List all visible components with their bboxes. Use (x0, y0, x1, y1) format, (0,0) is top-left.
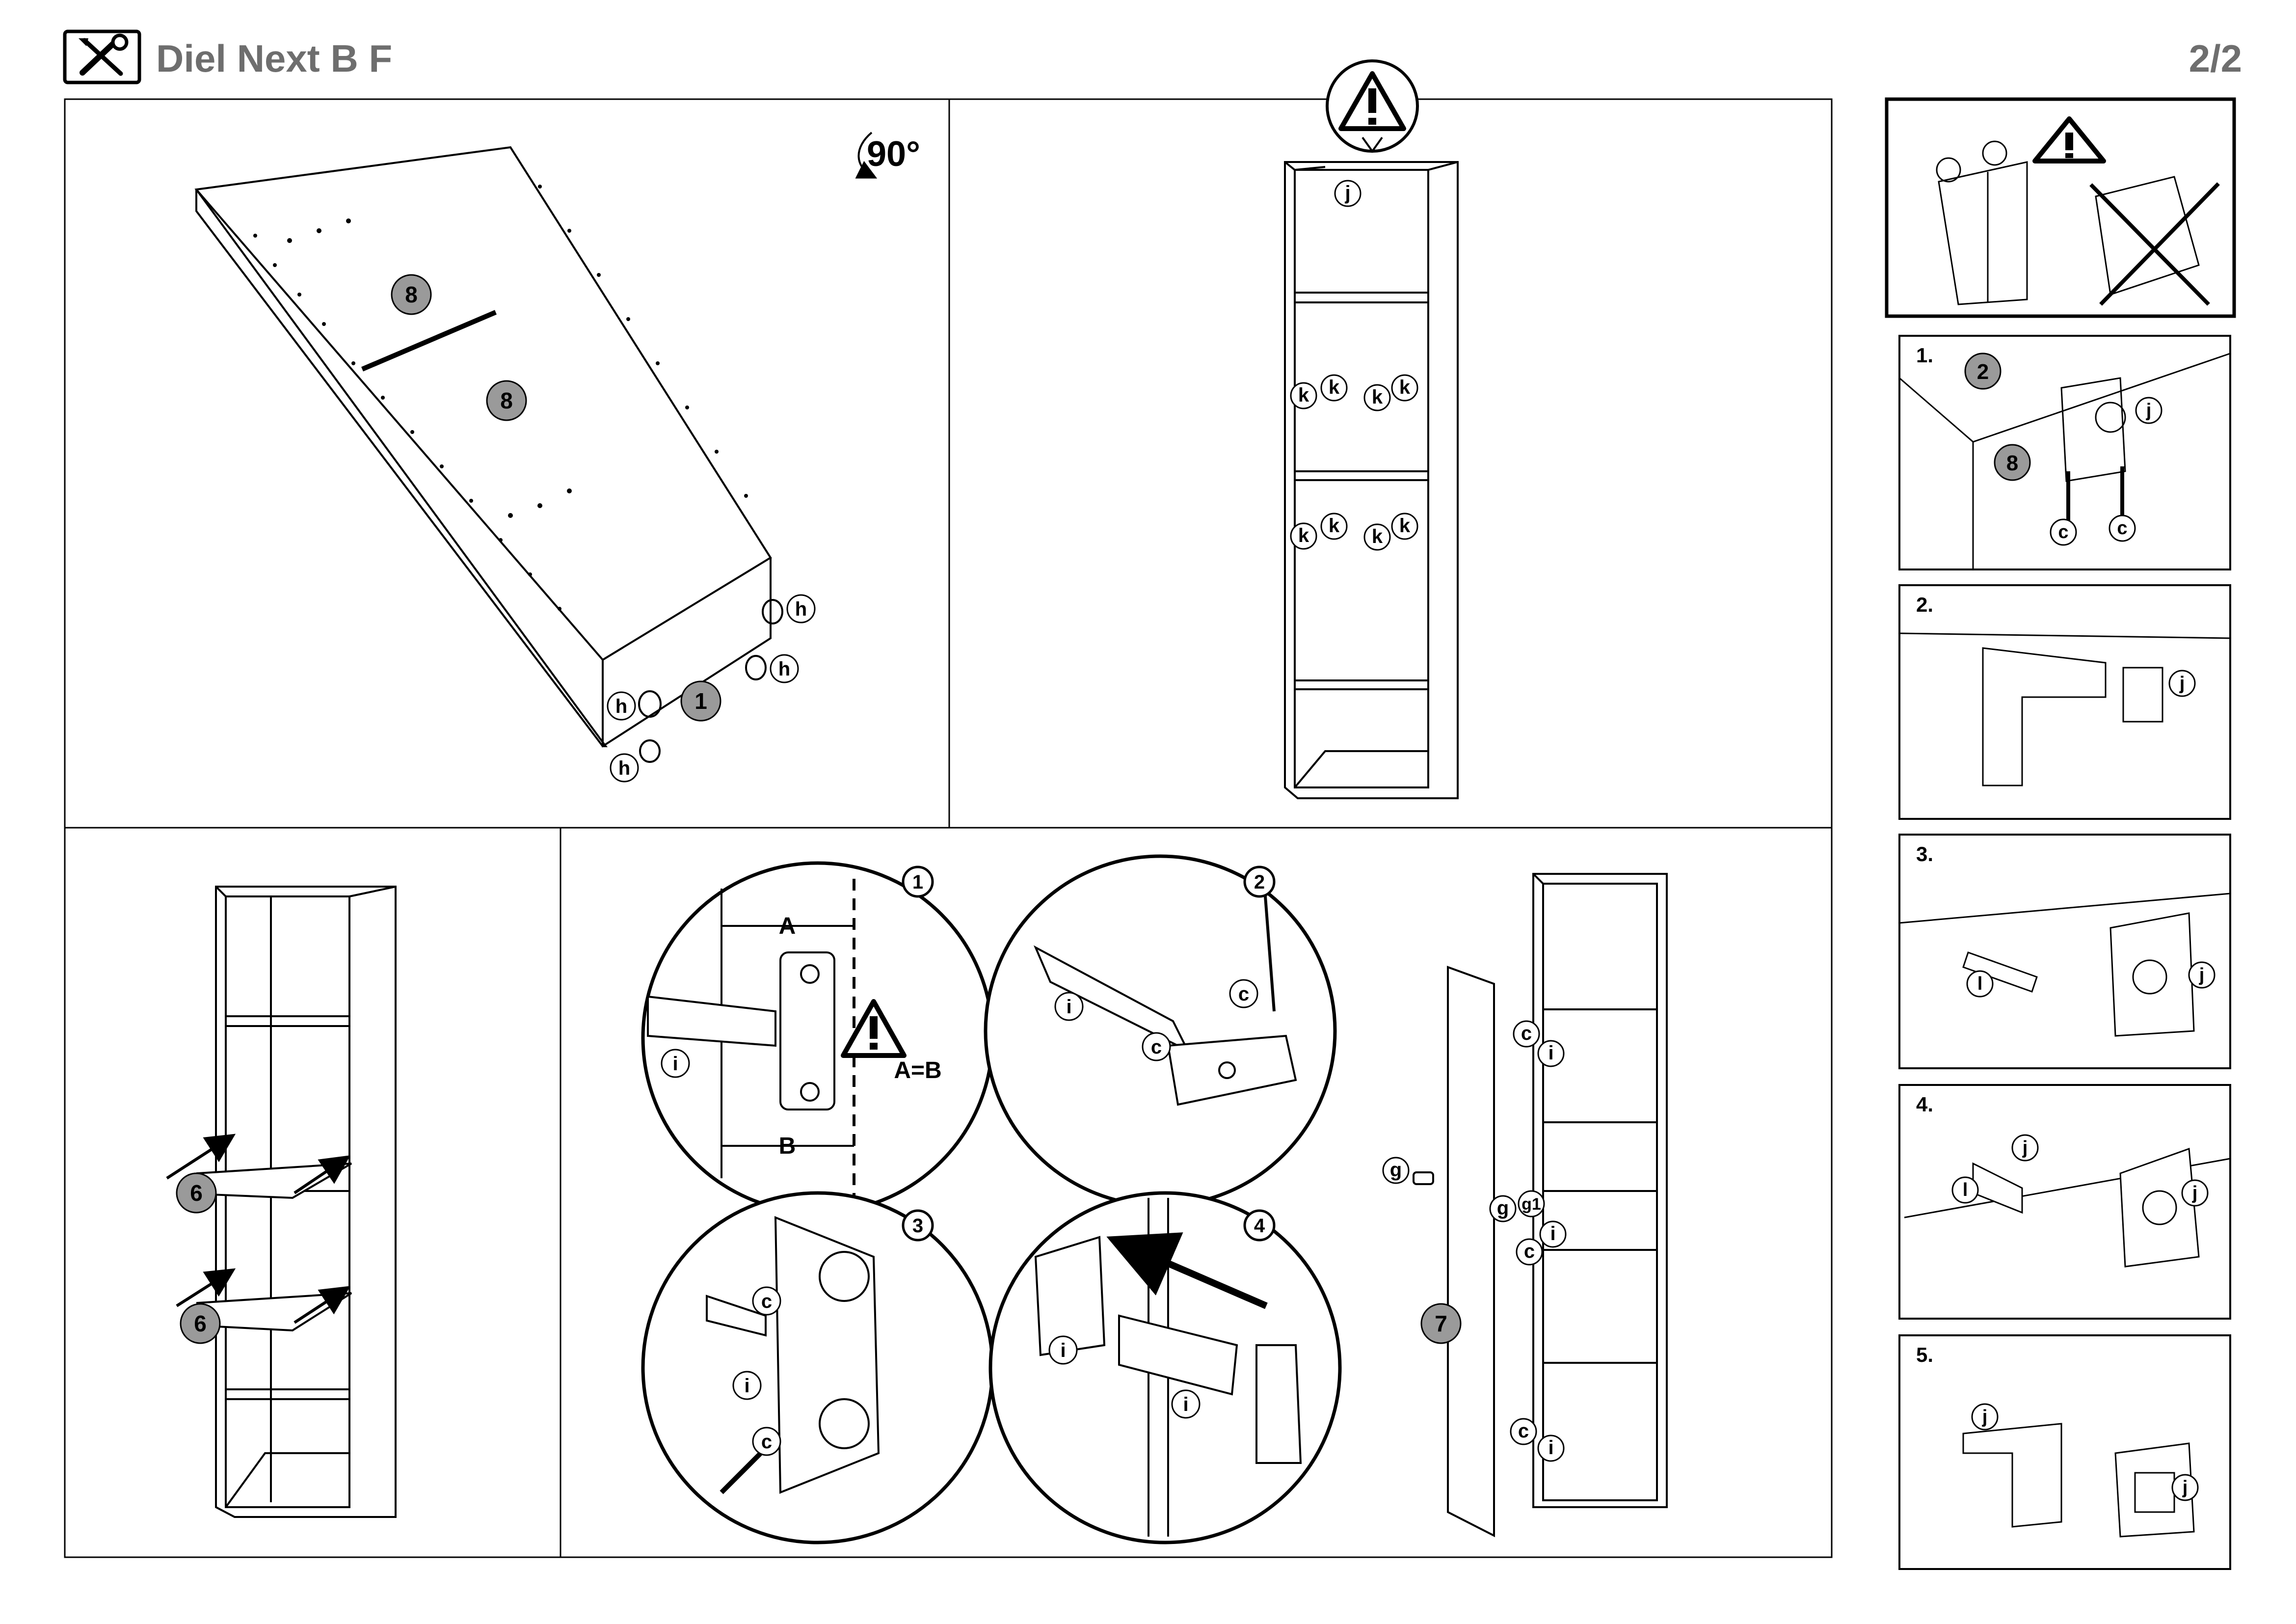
warning-icon (1368, 88, 1376, 125)
part-label-8a: 8 (405, 282, 418, 307)
panel-3 (166, 886, 397, 1518)
door-fitting-i1: i (1548, 1042, 1553, 1064)
door-fitting-i3: i (1548, 1437, 1553, 1459)
door-fitting-c3: c (1518, 1420, 1529, 1442)
panel-1-fitting-labels: h h h h (607, 594, 816, 783)
dim-a-top: A (779, 913, 796, 939)
pin-k-8: k (1399, 515, 1411, 537)
pin-k-3: k (1372, 386, 1383, 408)
step-label-1: 1. (1916, 344, 1933, 367)
step2-fitting-j: j (2179, 673, 2185, 694)
detail-2-fitting-i: i (1066, 996, 1071, 1018)
detail-1-drawing (647, 879, 907, 1198)
sidebar-step-1 (1898, 335, 2231, 570)
sidebar-fitting-labels: j c c j l j j l j j j (1951, 397, 2216, 1501)
pin-k-4: k (1399, 377, 1411, 398)
panel-1-part-labels: 8 8 1 (391, 274, 721, 722)
detail-3-drawing (706, 1216, 880, 1494)
step1-fitting-c1: c (2058, 522, 2068, 542)
page-number: 2/2 (2189, 37, 2242, 80)
pin-k-2: k (1329, 377, 1340, 398)
pin-k-1: k (1298, 384, 1309, 406)
tools-icon (63, 29, 141, 84)
detail-4-drawing (1034, 1198, 1302, 1537)
detail-3-fitting-c1: c (761, 1291, 772, 1312)
shelf-label-6a: 6 (190, 1180, 203, 1206)
door-fitting-g2: g (1497, 1197, 1509, 1219)
part-label-8b: 8 (500, 388, 513, 413)
step1-part-8: 8 (2006, 451, 2018, 475)
detail-1-fitting-i: i (672, 1053, 678, 1075)
door-fitting-c2: c (1524, 1241, 1535, 1262)
sidebar-step-4 (1898, 1084, 2231, 1320)
detail-2-fitting-c1: c (1238, 983, 1249, 1005)
detail-2-drawing (1033, 883, 1297, 1106)
sidebar-step-5 (1898, 1334, 2231, 1570)
document-title: Diel Next B F (156, 37, 393, 80)
sidebar-step-2 (1898, 584, 2231, 820)
step1-fitting-c2: c (2117, 518, 2127, 539)
detail-numbers: 1 2 3 4 (902, 866, 1276, 1242)
panel-4 (641, 854, 1342, 1544)
step-label-3: 3. (1916, 842, 1933, 866)
pin-k-7: k (1372, 526, 1383, 547)
step5-fitting-j1: j (1982, 1407, 1988, 1427)
step1-part-2: 2 (1977, 360, 1989, 384)
step3-fitting-l: l (1977, 974, 1983, 994)
detail-2-fitting-c2: c (1151, 1036, 1162, 1058)
sidebar (1885, 97, 2236, 1570)
detail-number-1: 1 (912, 871, 923, 893)
fitting-h-3: h (795, 598, 807, 620)
door-fitting-g1-sub: g1 (1522, 1195, 1541, 1214)
step3-fitting-j: j (2199, 965, 2205, 985)
panel-2 (1284, 59, 1459, 799)
fitting-h-4: h (778, 658, 790, 680)
step4-fitting-l: l (1963, 1180, 1968, 1200)
detail-number-3: 3 (912, 1215, 923, 1237)
door-fitting-g1: g (1390, 1159, 1402, 1181)
rotate-label: 90° (867, 135, 920, 174)
sidebar-warning-icon (2065, 133, 2073, 158)
detail-number-2: 2 (1254, 871, 1265, 893)
fitting-h-2: h (618, 758, 630, 779)
door-label-7: 7 (1435, 1311, 1447, 1336)
door-fitting-c1: c (1521, 1023, 1532, 1044)
step4-fitting-j1: j (2022, 1137, 2028, 1158)
step1-fitting-j: j (2146, 400, 2152, 421)
step-label-2: 2. (1916, 593, 1933, 616)
shelf-label-6b: 6 (194, 1311, 207, 1336)
panel-5-fitting-labels: c i g g g1 i c c i (1382, 1020, 1567, 1462)
panel-2-fitting-labels: j k k k k k k k k (1290, 180, 1418, 551)
sidebar-step-labels: 1. 2. 3. 4. 5. (1916, 344, 1933, 1366)
detail-3-fitting-c2: c (761, 1431, 772, 1453)
panel-3-part-labels: 6 6 (176, 1172, 221, 1344)
panel-1 (194, 132, 878, 763)
part-label-1: 1 (694, 688, 707, 714)
pin-k-5: k (1298, 525, 1309, 546)
fitting-j-top: j (1344, 182, 1350, 204)
sidebar-step-3 (1898, 834, 2231, 1069)
step5-fitting-j2: j (2182, 1477, 2188, 1498)
step4-fitting-j2: j (2192, 1183, 2198, 1203)
dim-b-bottom: B (779, 1133, 796, 1159)
panel-5 (1413, 873, 1668, 1538)
detail-number-4: 4 (1254, 1215, 1265, 1237)
detail-1-warning-icon (870, 1016, 878, 1050)
step-label-4: 4. (1916, 1093, 1933, 1116)
fitting-h-1: h (615, 696, 627, 717)
detail-4-fitting-i1: i (1060, 1340, 1066, 1361)
detail-3-fitting-i: i (744, 1375, 749, 1397)
rule-a-equals-b: A=B (894, 1057, 941, 1083)
sidebar-warning-box (1885, 97, 2236, 318)
door-fitting-i2: i (1550, 1223, 1555, 1245)
step-label-5: 5. (1916, 1343, 1933, 1366)
pin-k-6: k (1329, 515, 1340, 537)
detail-4-fitting-i2: i (1183, 1394, 1188, 1415)
